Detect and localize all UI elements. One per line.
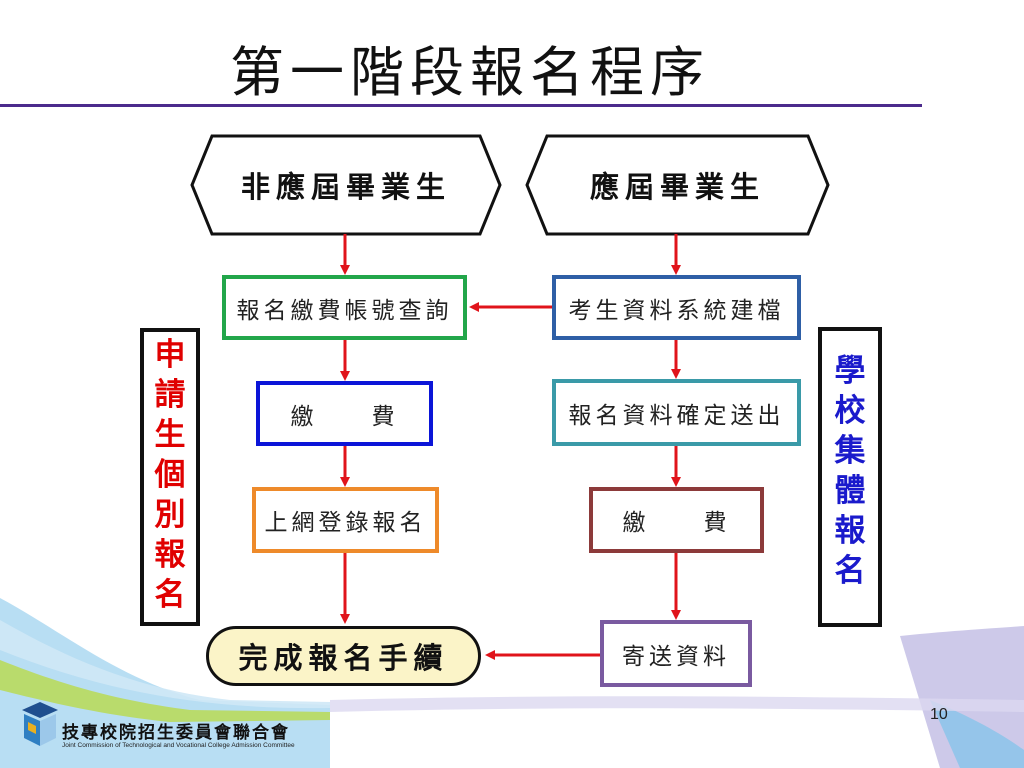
decor-swoosh-light bbox=[0, 620, 330, 709]
side-char: 集 bbox=[834, 433, 866, 469]
side-char: 名 bbox=[834, 553, 866, 589]
decor-swoosh-green bbox=[0, 660, 330, 722]
side-char: 體 bbox=[834, 473, 866, 509]
right-step-system-record: 考生資料系統建檔 bbox=[552, 275, 801, 340]
left-step-account-query: 報名繳費帳號查詢 bbox=[222, 275, 467, 340]
left-side-label-individual: 申 請 生 個 別 報 名 bbox=[140, 328, 200, 626]
left-header-shape bbox=[190, 134, 502, 236]
side-char: 報 bbox=[834, 513, 866, 549]
side-char: 申 bbox=[154, 337, 186, 373]
page-number: 10 bbox=[930, 706, 948, 723]
side-char: 個 bbox=[154, 457, 186, 493]
side-char: 名 bbox=[154, 577, 186, 613]
right-header-label: 應屆畢業生 bbox=[589, 170, 765, 204]
side-char: 報 bbox=[154, 537, 186, 573]
right-step-send-documents: 寄送資料 bbox=[600, 620, 752, 687]
decor-swoosh-right-blue bbox=[930, 700, 1024, 768]
side-char: 學 bbox=[834, 353, 866, 389]
left-step-payment: 繳 費 bbox=[256, 381, 433, 446]
left-header-label: 非應屆畢業生 bbox=[240, 170, 451, 204]
right-header-shape bbox=[525, 134, 830, 236]
decor-swoosh-blue bbox=[0, 598, 330, 768]
decor-swoosh-bottom-band bbox=[330, 696, 1024, 712]
side-char: 別 bbox=[154, 497, 186, 533]
slide-title: 第一階段報名程序 bbox=[230, 41, 710, 104]
side-char: 校 bbox=[834, 393, 866, 429]
org-name-zh: 技專校院招生委員會聯合會 bbox=[62, 723, 290, 743]
jctv-logo-icon bbox=[22, 702, 58, 746]
right-step-payment: 繳 費 bbox=[589, 487, 764, 553]
final-step-complete: 完成報名手續 bbox=[206, 626, 481, 686]
side-char: 請 bbox=[154, 377, 186, 413]
flow-arrows bbox=[340, 234, 681, 660]
side-char: 生 bbox=[154, 417, 186, 453]
right-step-confirm-submit: 報名資料確定送出 bbox=[552, 379, 801, 446]
org-name-en: Joint Commission of Technological and Vo… bbox=[62, 742, 295, 749]
left-step-online-registration: 上網登錄報名 bbox=[252, 487, 439, 553]
title-underline bbox=[0, 104, 922, 107]
right-side-label-school-group: 學 校 集 體 報 名 bbox=[818, 327, 882, 627]
